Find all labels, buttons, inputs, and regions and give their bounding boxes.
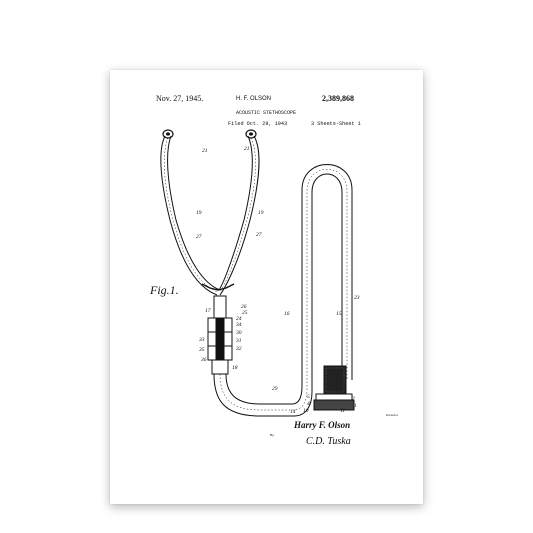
chest-bell <box>313 365 355 411</box>
ref-numeral: 10 <box>303 408 309 414</box>
ref-numeral: 16 <box>284 311 290 317</box>
ref-numeral: 3 <box>343 384 347 390</box>
ref-numeral: 26 <box>241 304 247 310</box>
ref-numeral: 35 <box>198 347 205 353</box>
inventor-heading: H. F. OLSON <box>236 96 272 102</box>
ref-numeral: 27 <box>196 234 202 240</box>
figure-label: Fig.1. <box>149 283 179 297</box>
patent-number: 2,389,868 <box>322 94 354 103</box>
ref-numeral: 5 <box>307 394 310 400</box>
chest-fitting <box>207 295 233 375</box>
ref-numeral: 27 <box>256 232 262 238</box>
yoke-spring <box>201 283 235 291</box>
attorney-signature: C.D. Tuska <box>306 436 351 447</box>
ref-numeral: 30 <box>235 330 242 336</box>
ref-numeral: 19 <box>196 210 202 216</box>
patent-poster: Nov. 27, 1945. H. F. OLSON 2,389,868 ACO… <box>110 70 423 504</box>
acoustic-u-tube <box>213 164 353 417</box>
ref-numeral: 15 <box>336 311 342 317</box>
stethoscope-drawing: Fig.1. 21 21 19 19 27 27 26 17 25 24 34 … <box>149 129 399 447</box>
patent-date: Nov. 27, 1945. <box>156 94 204 103</box>
ref-numeral: 2 <box>352 396 355 402</box>
ref-numeral: 21 <box>202 148 208 154</box>
ref-numeral: 32 <box>235 346 242 352</box>
ref-numeral: 11 <box>340 408 345 414</box>
ref-numeral: 18 <box>232 365 238 371</box>
ref-numeral: 14 <box>290 408 296 415</box>
ref-numeral: 29 <box>272 386 278 392</box>
ref-numeral: 1 <box>354 403 357 409</box>
sheet-count: 3 Sheets-Sheet 1 <box>311 121 361 127</box>
binaural-tubes <box>160 135 260 296</box>
inventor-signature: Harry F. Olson <box>293 420 350 430</box>
ref-numeral: 19 <box>258 210 264 216</box>
patent-title: ACOUSTIC STETHOSCOPE <box>236 110 297 116</box>
ref-numeral: 36 <box>200 357 207 363</box>
ref-numeral: 34 <box>235 321 242 328</box>
ref-numeral: 21 <box>244 146 250 152</box>
reference-numerals: 21 21 19 19 27 27 26 17 25 24 34 30 31 3… <box>196 146 360 415</box>
filed-date: Filed Oct. 29, 1943 <box>228 121 288 127</box>
ref-numeral: 25 <box>242 310 248 316</box>
ref-numeral: 23 <box>354 295 360 301</box>
inventor-caption: Inventor <box>386 413 399 417</box>
ref-numeral: 31 <box>235 338 242 344</box>
by-caption: By <box>270 433 274 437</box>
ref-numeral: 33 <box>198 337 205 343</box>
ref-numeral: 4 <box>307 400 310 407</box>
ref-numeral: 17 <box>205 308 211 314</box>
earpiece-tips <box>162 129 257 139</box>
ref-numeral: 24 <box>236 315 242 322</box>
